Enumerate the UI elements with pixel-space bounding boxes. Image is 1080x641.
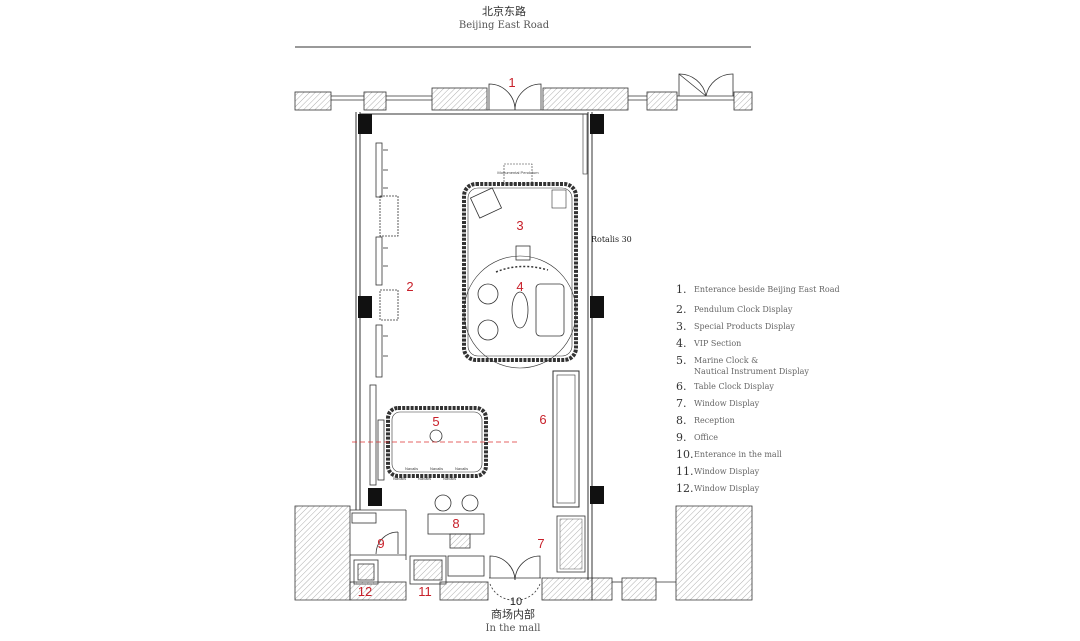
north-facade — [294, 87, 753, 111]
legend-item-11: 11.Window Display — [676, 465, 760, 478]
legend-text: VIP Section — [694, 339, 742, 348]
legend-item-4: 4. VIP Section — [676, 337, 742, 350]
legend-item-6: 6. Table Clock Display — [676, 380, 774, 393]
legend-text: Reception — [694, 416, 735, 425]
entrance-1-door — [487, 83, 543, 111]
legend-item-2: 2. Pendulum Clock Display — [676, 303, 793, 316]
legend-text: Window Display — [694, 399, 760, 408]
legend-num: 12. — [676, 482, 694, 495]
legend-item-7: 7. Window Display — [676, 397, 760, 410]
south-wall — [294, 505, 753, 601]
legend-item-10: 10.Enterance in the mall — [676, 448, 782, 461]
legend-text: Marine Clock & — [694, 356, 759, 365]
legend-text: Window Display — [694, 467, 760, 476]
legend-num: 10. — [676, 448, 694, 461]
pendulum-wall-cabinets — [369, 142, 399, 486]
structural-columns — [358, 114, 604, 506]
zone-5-number: 5 — [432, 414, 439, 429]
zone-11-number: 11 — [418, 584, 432, 599]
zone-12-number: 12 — [358, 584, 372, 599]
legend-item-5: 5. Marine Clock & Nautical Instrument Disp… — [676, 354, 809, 377]
legend-item-12: 12.Window Display — [676, 482, 760, 495]
navalis-label-3: Navalis — [455, 466, 468, 471]
zone-1-number: 1 — [508, 75, 515, 90]
navalis-label-1: Navalis — [405, 466, 418, 471]
legend-num: 5. — [676, 354, 687, 367]
legend-num: 1. — [676, 283, 687, 296]
legend-num: 6. — [676, 380, 687, 393]
zone-9-number: 9 — [377, 536, 384, 551]
road-name-en: Beijing East Road — [459, 20, 550, 31]
legend-text: Enterance beside Beijing East Road — [694, 285, 840, 294]
special-products-island — [462, 163, 578, 369]
legend-num: 3. — [676, 320, 687, 333]
legend-text: Window Display — [694, 484, 760, 493]
mall-name-en: In the mall — [486, 623, 541, 634]
lower-rooms — [350, 509, 485, 585]
legend-num: 9. — [676, 431, 687, 444]
legend-text-line2: Nautical Instrument Display — [694, 367, 809, 376]
window-display-7 — [556, 515, 586, 573]
zone-8-number: 8 — [452, 516, 459, 531]
legend-item-1: 1. Enterance beside Beijing East Road — [676, 283, 840, 296]
legend-text: Pendulum Clock Display — [694, 305, 793, 314]
monumental-label: Monumental Pendulum — [497, 170, 539, 175]
legend-num: 2. — [676, 303, 687, 316]
mall-name-cn: 商场内部 — [491, 607, 535, 621]
legend-num: 4. — [676, 337, 687, 350]
navalis-label-4: Navalis — [393, 476, 406, 481]
legend-num: 11. — [676, 465, 694, 478]
zone-6-number: 6 — [539, 412, 546, 427]
navalis-label-2: Navalis — [430, 466, 443, 471]
table-clock-counter — [552, 370, 580, 508]
zone-2-number: 2 — [406, 279, 413, 294]
right-wall-strip — [582, 113, 588, 175]
legend-text: Table Clock Display — [694, 382, 774, 391]
rotalis-label: Rotalis 30 — [591, 235, 632, 244]
legend-text: Special Products Display — [694, 322, 795, 331]
zone-3-number: 3 — [516, 218, 523, 233]
zone-4-number: 4 — [516, 279, 523, 294]
entrance-10-door — [489, 555, 541, 601]
legend-item-3: 3. Special Products Display — [676, 320, 795, 333]
legend-text: Office — [694, 433, 719, 442]
reception-area — [427, 494, 485, 549]
zone-10-number: 10 — [510, 596, 522, 608]
legend-num: 7. — [676, 397, 687, 410]
zone-7-number: 7 — [537, 536, 544, 551]
marine-clock-island — [352, 406, 520, 478]
navalis-label-5: Navalis — [418, 476, 431, 481]
road-name-cn: 北京东路 — [482, 4, 526, 18]
legend-num: 8. — [676, 414, 687, 427]
navalis-label-6: Navalis — [443, 476, 456, 481]
legend-item-8: 8. Reception — [676, 414, 735, 427]
legend-item-9: 9. Office — [676, 431, 719, 444]
neighbour-door — [678, 73, 734, 97]
legend-text: Enterance in the mall — [694, 450, 782, 459]
